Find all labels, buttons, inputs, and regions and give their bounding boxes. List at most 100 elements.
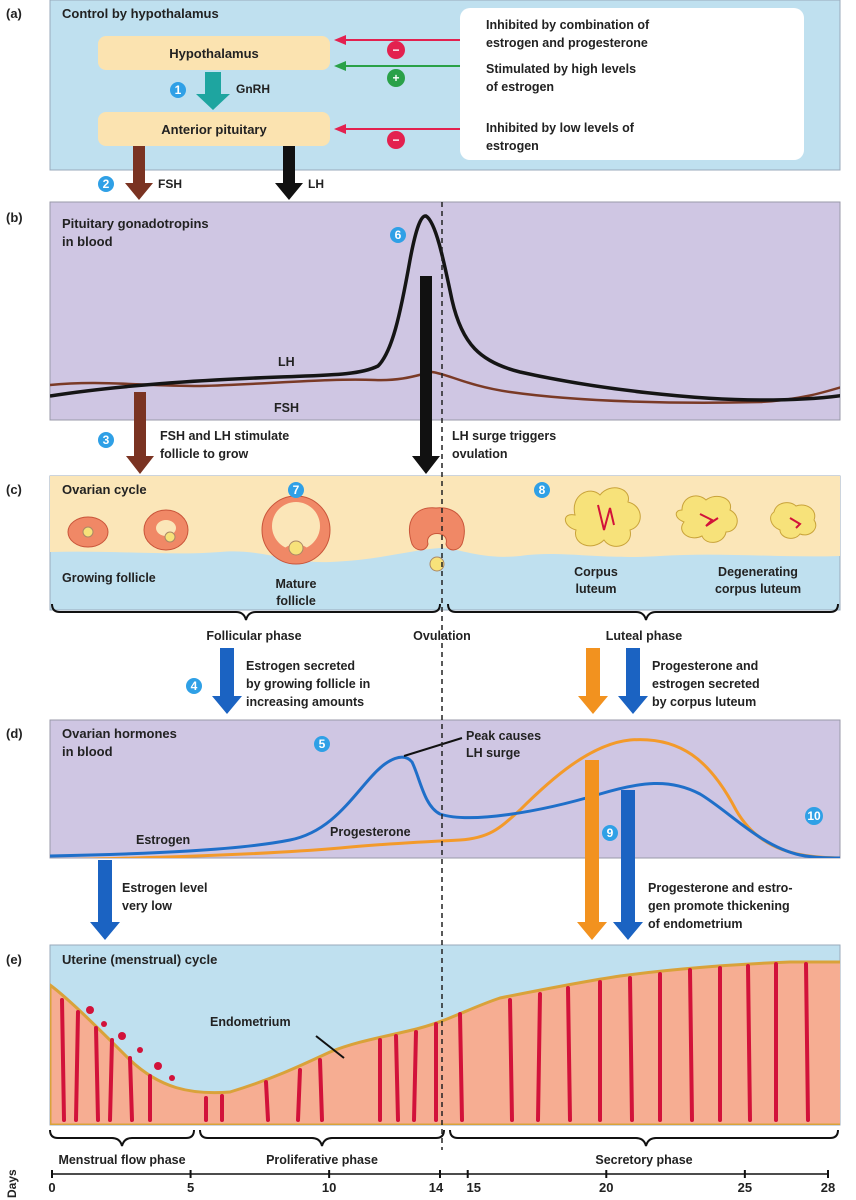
fsh-curve-label: FSH xyxy=(274,401,299,415)
anterior-pituitary-box xyxy=(98,112,330,146)
minus-badge-bottom xyxy=(387,131,405,149)
c-to-d-arrows: 4 Estrogen secreted by growing follicle … xyxy=(186,648,760,714)
step-9-badge xyxy=(602,825,618,841)
estrogen-curve-label: Estrogen xyxy=(136,833,190,847)
step-5-badge xyxy=(314,736,330,752)
panel-e-uterine-cycle: (e) Uterine (menstrual) cycle Endometriu… xyxy=(6,944,841,1126)
step-2-badge xyxy=(98,176,114,192)
step-9-number: 9 xyxy=(607,826,614,840)
prog-est-secreted-3: by corpus luteum xyxy=(652,695,756,709)
hypothalamus-label: Hypothalamus xyxy=(169,46,259,61)
estrogen-secreted-arrow xyxy=(212,648,242,714)
estrogen-low-2: very low xyxy=(122,899,172,913)
endometrium-label: Endometrium xyxy=(210,1015,291,1029)
peak-causes-1: Peak causes xyxy=(466,729,541,743)
panel-b-title-1: Pituitary gonadotropins xyxy=(62,216,209,231)
lh-surge-arrow xyxy=(412,276,440,474)
step-1-badge xyxy=(170,82,186,98)
step-5-number: 5 xyxy=(319,737,326,751)
estrogen-promote-arrow xyxy=(613,790,643,940)
lh-curve xyxy=(50,214,840,402)
proliferative-brace xyxy=(199,1129,445,1147)
gnrh-label: GnRH xyxy=(236,82,270,96)
note-stimulated-2: of estrogen xyxy=(486,80,554,94)
day-tick-label: 10 xyxy=(322,1180,336,1195)
menstrual-brace xyxy=(49,1129,195,1147)
day-tick-label: 14 xyxy=(429,1180,444,1195)
proliferative-phase-label: Proliferative phase xyxy=(266,1153,378,1167)
days-axis-label: Days xyxy=(5,1169,19,1198)
estrogen-secreted-2: by growing follicle in xyxy=(246,677,370,691)
lh-surge-1: LH surge triggers xyxy=(452,429,556,443)
degenerating-label-2: corpus luteum xyxy=(715,582,801,596)
endometrium-tissue xyxy=(50,960,840,1125)
hypothalamus-box xyxy=(98,36,330,70)
estrogen-low-arrow xyxy=(90,860,120,940)
day-tick-label: 0 xyxy=(48,1180,55,1195)
peak-callout-line xyxy=(403,737,463,757)
estrogen-secreted-1: Estrogen secreted xyxy=(246,659,355,673)
panel-b-gonadotropins: (b) Pituitary gonadotropins in blood LH … xyxy=(6,201,841,421)
fsh-lh-stimulate-2: follicle to grow xyxy=(160,447,248,461)
promote-2: gen promote thickening xyxy=(648,899,790,913)
minus-sign-bottom: − xyxy=(392,133,399,147)
gnrh-arrow xyxy=(196,72,230,110)
minus-badge-top xyxy=(387,41,405,59)
day-tick-label: 20 xyxy=(599,1180,613,1195)
pituitary-output-arrows: FSH LH 2 xyxy=(98,146,324,200)
luteal-phase-label: Luteal phase xyxy=(606,629,682,643)
step-3-badge xyxy=(98,432,114,448)
corpus-luteum xyxy=(564,487,641,547)
follicular-phase-brace xyxy=(51,603,441,621)
follicular-phase-label: Follicular phase xyxy=(206,629,301,643)
panel-c-letter: (c) xyxy=(6,482,22,497)
panel-e-letter: (e) xyxy=(6,952,22,967)
degenerating-corpus-luteum-1 xyxy=(675,495,738,543)
prog-est-secreted-1: Progesterone and xyxy=(652,659,758,673)
note-inhibited-combo-2: estrogen and progesterone xyxy=(486,36,648,50)
panel-d-title-2: in blood xyxy=(62,744,113,759)
lh-surge-2: ovulation xyxy=(452,447,508,461)
fsh-lh-stimulate-1: FSH and LH stimulate xyxy=(160,429,289,443)
note-inhibited-low-1: Inhibited by low levels of xyxy=(486,121,635,135)
panel-e-title: Uterine (menstrual) cycle xyxy=(62,952,217,967)
feedback-notes-box xyxy=(460,8,804,160)
shed-tissue-dots xyxy=(86,1006,175,1081)
step-8-badge xyxy=(534,482,550,498)
panel-a-letter: (a) xyxy=(6,6,22,21)
panel-d-title-1: Ovarian hormones xyxy=(62,726,177,741)
estrogen-low-1: Estrogen level xyxy=(122,881,207,895)
progesterone-secreted-arrow xyxy=(578,648,608,714)
anterior-pituitary-label: Anterior pituitary xyxy=(161,122,267,137)
step-10-badge xyxy=(805,807,823,825)
secretory-brace xyxy=(449,1129,839,1147)
step-3-number: 3 xyxy=(103,433,110,447)
step-4-number: 4 xyxy=(191,679,198,693)
ovulating-follicle xyxy=(409,507,465,572)
fsh-arrow-label: FSH xyxy=(158,177,182,191)
peak-causes-2: LH surge xyxy=(466,746,520,760)
uterine-phase-braces: Menstrual flow phase Proliferative phase… xyxy=(49,1129,839,1167)
step-2-number: 2 xyxy=(103,177,110,191)
stimulate-arrowhead xyxy=(334,61,346,71)
panel-c-title: Ovarian cycle xyxy=(62,482,147,497)
step-6-badge xyxy=(390,227,406,243)
secretory-phase-label: Secretory phase xyxy=(595,1153,692,1167)
promote-3: of endometrium xyxy=(648,917,742,931)
degenerating-label-1: Degenerating xyxy=(718,565,798,579)
degenerating-corpus-luteum-2 xyxy=(770,502,817,539)
lh-arrow-down xyxy=(275,146,303,200)
progesterone-curve-label: Progesterone xyxy=(330,825,411,839)
step-6-number: 6 xyxy=(395,228,402,242)
inhibit-combo-arrowhead xyxy=(334,35,346,45)
d-to-e-arrows: Estrogen level very low 9 Progesterone a… xyxy=(90,760,792,940)
estrogen-secreted-3: increasing amounts xyxy=(246,695,364,709)
panel-b-letter: (b) xyxy=(6,210,23,225)
panel-a-hypothalamus-control: (a) Control by hypothalamus Hypothalamus… xyxy=(6,0,841,171)
mature-follicle xyxy=(261,495,331,565)
day-tick-label: 15 xyxy=(466,1180,480,1195)
b-to-c-arrows: 3 FSH and LH stimulate follicle to grow … xyxy=(98,276,556,474)
step-4-badge xyxy=(186,678,202,694)
endometrium-callout-line xyxy=(315,1035,345,1059)
